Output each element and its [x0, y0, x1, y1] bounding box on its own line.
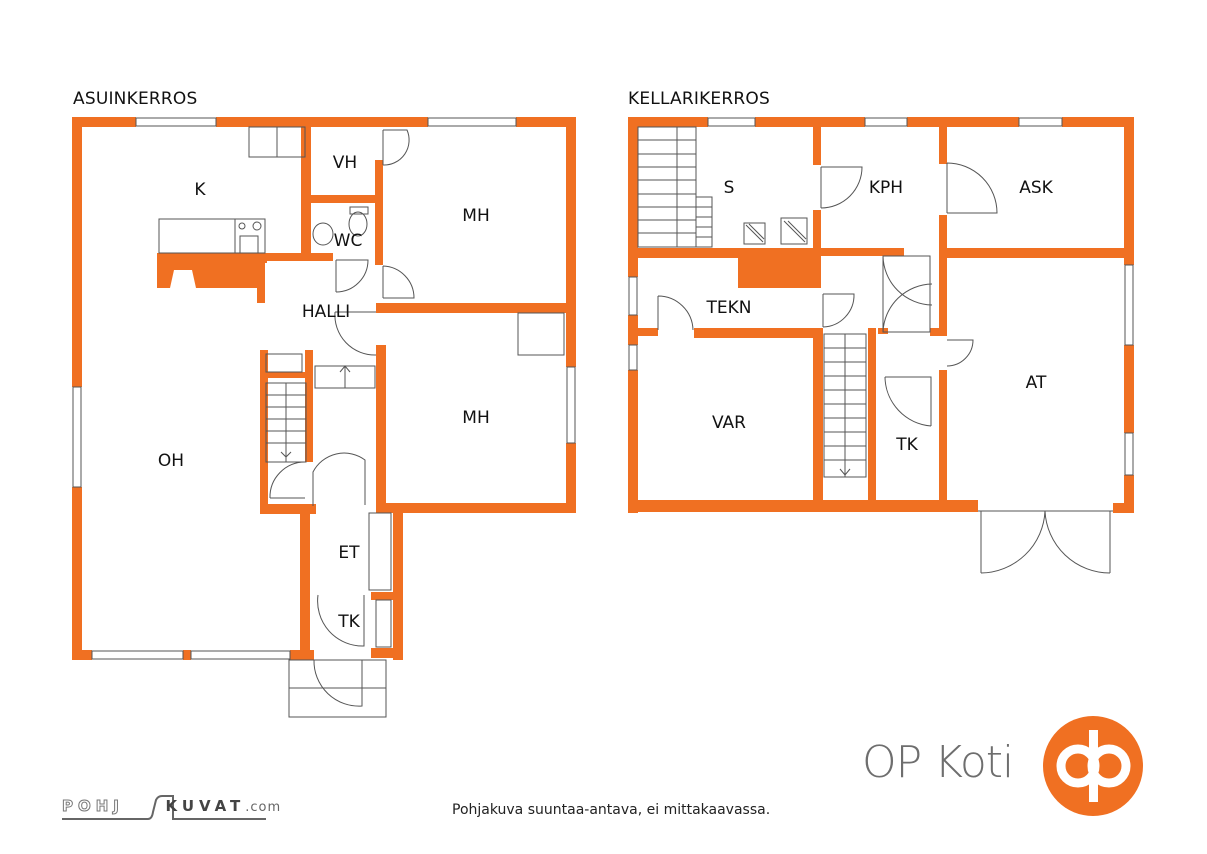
room-tk-upper: TK	[338, 612, 360, 632]
room-ask: ASK	[1019, 178, 1053, 198]
room-at: AT	[1025, 373, 1047, 393]
room-tk-basement: TK	[896, 435, 918, 455]
room-et: ET	[338, 543, 360, 563]
brand-name: OP Koti	[862, 737, 1014, 788]
credit-domain-text: .com	[245, 800, 282, 815]
disclaimer-text: Pohjakuva suuntaa-antava, ei mittakaavas…	[452, 802, 771, 818]
room-halli: HALLI	[301, 302, 351, 322]
floor-title-asuinkerros: ASUINKERROS	[73, 89, 198, 109]
fixtures-and-doors	[72, 117, 1134, 718]
room-s: S	[723, 178, 735, 198]
room-kph: KPH	[868, 178, 904, 198]
fireplace-opening	[170, 270, 196, 288]
room-tekn: TEKN	[706, 298, 752, 318]
room-mh-2: MH	[462, 408, 490, 428]
walls-asuinkerros	[72, 117, 576, 660]
pohjakuvat-credit: POHJ KUVAT.com	[62, 797, 282, 816]
room-wc: WC	[333, 231, 363, 251]
walls-kellarikerros	[628, 117, 1134, 513]
credit-outline-text: POHJ	[62, 797, 124, 816]
room-oh: OH	[157, 451, 185, 471]
op-logo-icon	[1043, 716, 1143, 816]
floor-title-kellarikerros: KELLARIKERROS	[628, 89, 770, 109]
room-vh: VH	[332, 153, 358, 173]
room-var: VAR	[712, 413, 746, 433]
pohjakuvat-logo-line	[62, 795, 266, 820]
room-mh-1: MH	[462, 206, 490, 226]
room-k: K	[194, 180, 206, 200]
credit-solid-text: KUVAT	[165, 797, 246, 815]
